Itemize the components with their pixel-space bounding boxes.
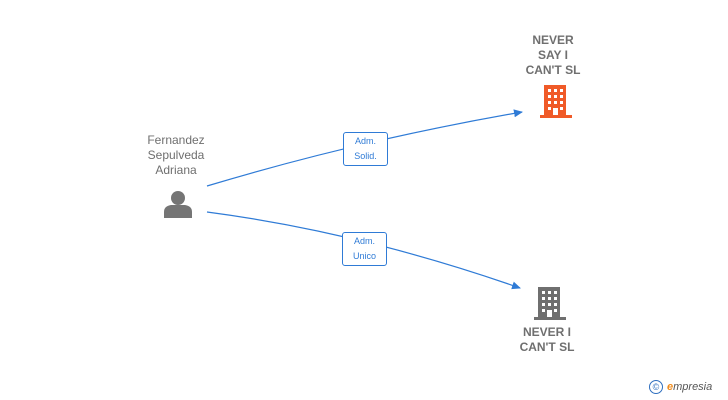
relation-label-adm-unico[interactable]: Adm. Unico [342, 232, 387, 266]
brand-logo: empresia [667, 381, 713, 393]
building-icon[interactable] [540, 83, 572, 124]
person-icon[interactable] [163, 190, 193, 223]
person-name[interactable]: Fernandez Sepulveda Adriana [147, 133, 205, 177]
company-name-top[interactable]: NEVER SAY I CAN'T SL [525, 33, 581, 77]
company-name-bottom[interactable]: NEVER I CAN'T SL [519, 325, 575, 354]
empresia-watermark: © empresia [649, 380, 712, 394]
copyright-icon: © [649, 380, 663, 394]
relation-label-adm-solid[interactable]: Adm. Solid. [343, 132, 388, 166]
building-icon[interactable] [534, 285, 566, 326]
